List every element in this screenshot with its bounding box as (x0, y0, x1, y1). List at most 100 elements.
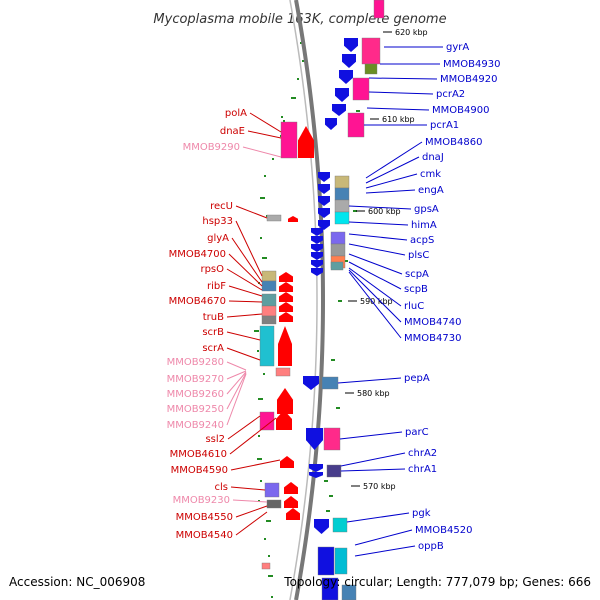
gene-label-chra1: chrA1 (408, 464, 437, 475)
cog-box (361, 37, 381, 65)
gc-tick (264, 175, 266, 177)
forward-gene-arrow (318, 184, 330, 194)
gene-leader-line (228, 253, 263, 287)
gene-leader-line (348, 253, 403, 275)
gc-tick (258, 435, 260, 437)
cog-box (261, 270, 277, 282)
gene-label-enga: engA (418, 185, 444, 196)
reverse-gene-arrow (279, 302, 293, 312)
gene-label-pcra2: pcrA2 (436, 89, 465, 100)
scale-label: 580 kbp (357, 389, 390, 398)
forward-gene-box (317, 546, 335, 576)
gene-label-mmob4590: MMOB4590 (171, 465, 228, 476)
forward-gene-arrow (339, 70, 353, 84)
gene-label-mmob4670: MMOB4670 (169, 296, 226, 307)
gene-label-mmob9290: MMOB9290 (183, 142, 240, 153)
scale-label: 610 kbp (382, 115, 415, 124)
gene-label-scra: scrA (202, 343, 224, 354)
gene-leader-line (337, 377, 402, 384)
gc-tick (291, 97, 296, 99)
accession-text: Accession: NC_006908 (9, 575, 145, 589)
genome-summary: Topology: circular; Length: 777,079 bp; … (283, 575, 591, 589)
forward-gene-arrow (318, 220, 330, 230)
gene-leader-line (348, 261, 402, 290)
gene-leader-line (348, 205, 412, 210)
genome-backbone (289, 0, 326, 600)
cog-box (261, 293, 277, 307)
cog-box (347, 112, 365, 138)
cog-box (326, 464, 342, 478)
cog-box (321, 376, 339, 390)
gc-tick (268, 555, 270, 557)
reverse-gene-arrow (278, 326, 292, 366)
gc-tick (302, 60, 304, 62)
reverse-gene-arrow (284, 496, 298, 508)
gene-leader-line (348, 269, 402, 323)
gc-tick (254, 330, 259, 332)
gene-label-mmob9250: MMOB9250 (167, 404, 224, 415)
gene-label-hima: himA (411, 220, 437, 231)
gene-label-scrb: scrB (202, 327, 224, 338)
gc-tick (260, 237, 262, 239)
gene-label-hsp33: hsp33 (202, 216, 233, 227)
gc-tick (356, 110, 360, 112)
cog-box (334, 175, 350, 189)
scale-label: 590 kbp (360, 297, 393, 306)
forward-gene-arrow (318, 208, 330, 218)
gene-leader-line (348, 233, 408, 241)
forward-gene-arrow (311, 252, 323, 260)
gene-leader-line (235, 511, 268, 536)
cog-box (261, 315, 277, 325)
forward-gene-arrow (342, 54, 356, 68)
gene-label-dnaj: dnaJ (422, 152, 444, 163)
reverse-gene-arrow (298, 126, 314, 158)
gene-leader-line (228, 285, 263, 297)
reverse-gene-arrow (280, 456, 294, 468)
gc-tick (283, 120, 285, 122)
gc-tick (258, 398, 263, 400)
gc-tick (329, 495, 333, 497)
forward-gene-arrow (309, 472, 323, 478)
gene-label-mmob9240: MMOB9240 (167, 420, 224, 431)
reverse-gene-arrow (276, 410, 292, 430)
forward-gene-arrow (309, 464, 323, 472)
gene-leader-line (249, 112, 282, 133)
gene-leader-line (365, 189, 416, 194)
forward-gene-arrow (311, 236, 323, 244)
cog-box (373, 0, 385, 19)
reverse-gene-arrow (279, 292, 293, 302)
gc-tick (264, 538, 266, 540)
gene-label-mmob4930: MMOB4930 (443, 59, 500, 70)
gc-tick (268, 575, 273, 577)
reverse-gene-arrow (279, 312, 293, 322)
gene-label-mmob4610: MMOB4610 (170, 449, 227, 460)
forward-gene-arrow (303, 376, 319, 390)
cog-box (330, 261, 344, 271)
gene-label-mmob4900: MMOB4900 (432, 105, 489, 116)
gene-label-parc: parC (405, 427, 429, 438)
gene-leader-line (229, 417, 277, 455)
gene-label-mmob9270: MMOB9270 (167, 374, 224, 385)
gene-leader-line (348, 267, 402, 307)
gc-tick (271, 596, 273, 598)
gene-leader-line (226, 331, 261, 341)
cog-box (264, 482, 280, 498)
gene-leader-line (354, 529, 413, 546)
gene-label-rpso: rpsO (200, 264, 224, 275)
reverse-gene-arrow (284, 482, 298, 494)
gene-label-mmob9260: MMOB9260 (167, 389, 224, 400)
cog-box (341, 584, 357, 600)
gene-label-oppb: oppB (418, 541, 444, 552)
gene-leader-line (368, 77, 438, 80)
gene-leader-line (365, 141, 423, 179)
gene-label-dnae: dnaE (220, 126, 245, 137)
gene-label-gyra: gyrA (446, 42, 469, 53)
forward-gene-arrow (325, 118, 337, 130)
gene-leader-line (232, 499, 268, 503)
gene-leader-line (348, 243, 406, 256)
gene-label-scpb: scpB (404, 284, 428, 295)
gene-label-pola: polA (225, 108, 247, 119)
gene-leader-line (226, 370, 247, 380)
